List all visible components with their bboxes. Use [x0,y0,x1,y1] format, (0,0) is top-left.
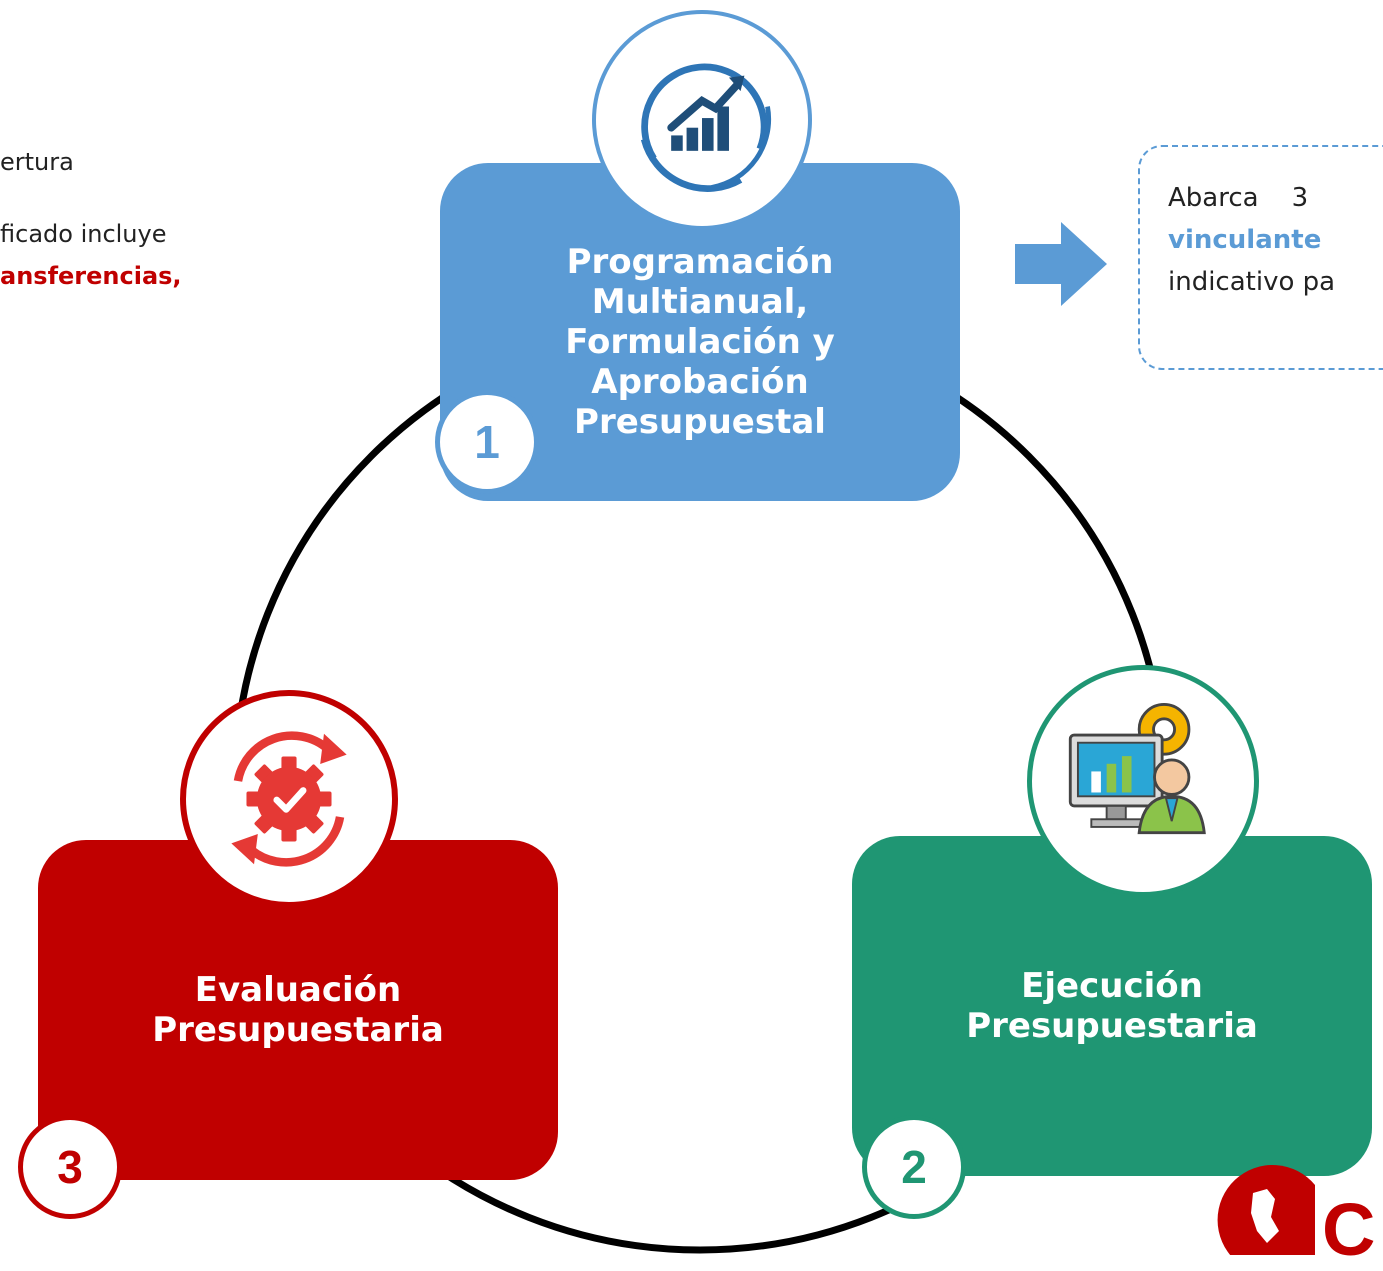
stage-title-line: Presupuestaria [966,1006,1258,1046]
logo-letter: C [1322,1188,1376,1271]
callout-box: Abarca 3 vinculante indicativo pa [1138,145,1383,370]
stage-title-line: Programación [566,242,834,282]
left-text-line: ertura [0,148,74,176]
stage-title-line: Evaluación [194,970,402,1010]
callout-line: Abarca 3 [1168,183,1309,213]
left-text-line-highlight: ansferencias, [0,262,182,290]
stage-number-badge: 3 [18,1115,122,1219]
logo-icon [1217,1165,1315,1255]
stage-title-line: Aprobación [591,362,809,402]
rising-chart-icon [592,10,812,230]
stage-title-line: Presupuestal [574,402,826,442]
stage-title-line: Multianual, [591,282,809,322]
stage-number-badge: 2 [862,1115,966,1219]
callout-highlight: vinculante [1168,225,1322,255]
left-text-line: ficado incluye [0,220,167,248]
gear-check-cycle-icon [180,690,398,908]
right-arrow-icon [1015,222,1107,306]
monitor-gear-person-icon [1027,665,1259,897]
callout-line: indicativo pa [1168,267,1336,297]
stage-title-line: Ejecución [1021,966,1203,1006]
stage-title-line: Formulación y [565,322,835,362]
stage-number-badge: 1 [435,390,539,494]
stage-title-line: Presupuestaria [152,1010,444,1050]
